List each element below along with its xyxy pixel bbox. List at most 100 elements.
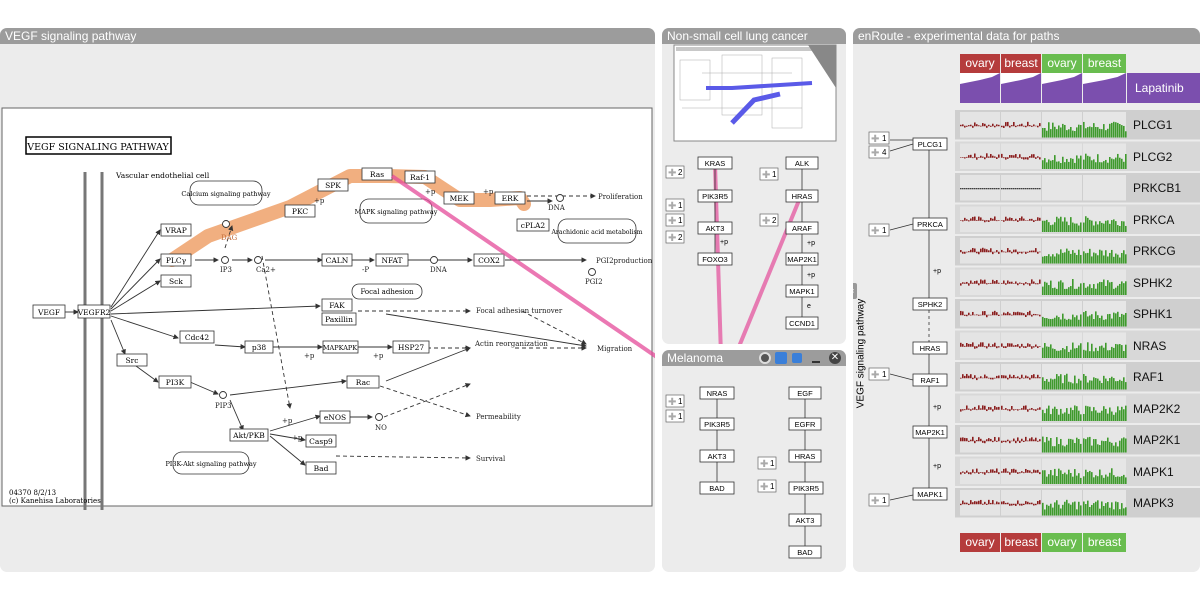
node-raf1[interactable]: Raf-1 xyxy=(410,173,430,182)
node-hsp27[interactable]: HSP27 xyxy=(398,343,424,352)
node-erk[interactable]: ERK xyxy=(502,194,519,203)
node-spk[interactable]: SPK xyxy=(325,181,341,190)
nsclc-badge-2[interactable]: 1 xyxy=(678,201,683,210)
nsclc-node-foxo3[interactable]: FOXO3 xyxy=(702,255,727,264)
melanoma-badge-4[interactable]: 1 xyxy=(770,482,775,491)
melanoma-node-akt3-b[interactable]: AKT3 xyxy=(796,516,815,525)
node-cpla2[interactable]: cPLA2 xyxy=(521,221,546,230)
path-node-plcg1[interactable]: PLCG1 xyxy=(918,140,943,149)
nsclc-node-alk[interactable]: ALK xyxy=(795,159,809,168)
melanoma-node-pik3r5-b[interactable]: PIK3R5 xyxy=(793,484,819,493)
melanoma-node-akt3[interactable]: AKT3 xyxy=(708,452,727,461)
node-caln[interactable]: CALN xyxy=(326,256,349,265)
path-node-raf1[interactable]: RAF1 xyxy=(920,376,939,385)
collapse-handle[interactable]: ‹ xyxy=(853,283,857,299)
nsclc-node-pik3r5[interactable]: PIK3R5 xyxy=(702,192,728,201)
melanoma-node-bad-b[interactable]: BAD xyxy=(797,548,813,557)
node-cdc42[interactable]: Cdc42 xyxy=(185,333,210,342)
node-vegf[interactable]: VEGF xyxy=(37,308,60,317)
gene-label[interactable]: PRKCG xyxy=(1133,244,1176,258)
col-header-2[interactable]: breast xyxy=(1001,54,1041,73)
col-header-3[interactable]: ovary xyxy=(1042,54,1082,73)
melanoma-node-hras[interactable]: HRAS xyxy=(795,452,816,461)
node-cox2[interactable]: COX2 xyxy=(478,256,500,265)
node-vegfr2[interactable]: VEGFR2 xyxy=(77,308,111,317)
gene-label[interactable]: PLCG1 xyxy=(1133,118,1173,132)
melanoma-node-bad[interactable]: BAD xyxy=(709,484,725,493)
col-footer-4[interactable]: breast xyxy=(1083,533,1126,552)
nsclc-node-araf[interactable]: ARAF xyxy=(792,224,812,233)
gene-label[interactable]: MAP2K1 xyxy=(1133,433,1181,447)
node-pi3k[interactable]: PI3K xyxy=(166,378,185,387)
gene-label[interactable]: RAF1 xyxy=(1133,370,1164,384)
node-src[interactable]: Src xyxy=(126,356,139,365)
path-node-hras[interactable]: HRAS xyxy=(920,344,941,353)
melanoma-node-egf[interactable]: EGF xyxy=(797,389,813,398)
node-p38[interactable]: p38 xyxy=(252,343,267,352)
gene-label[interactable]: SPHK1 xyxy=(1133,307,1173,321)
enroute-path-graph[interactable]: PLCG1 PRKCA SPHK2 HRAS RAF1 MAP2K1 MAPK1… xyxy=(853,110,953,550)
path-node-mapk1[interactable]: MAPK1 xyxy=(917,490,942,499)
gene-label[interactable]: PRKCB1 xyxy=(1133,181,1182,195)
layout-icon[interactable] xyxy=(775,352,787,364)
node-enos[interactable]: eNOS xyxy=(324,413,346,422)
node-fak[interactable]: FAK xyxy=(329,301,345,310)
gene-label[interactable]: MAPK3 xyxy=(1133,496,1174,510)
node-nfat[interactable]: NFAT xyxy=(381,256,402,265)
melanoma-node-pik3r5[interactable]: PIK3R5 xyxy=(704,420,730,429)
close-icon[interactable]: ✕ xyxy=(829,352,841,364)
gene-label[interactable]: PRKCA xyxy=(1133,212,1175,227)
path-node-map2k1[interactable]: MAP2K1 xyxy=(915,428,945,437)
nsclc-badge-1[interactable]: 2 xyxy=(678,168,683,177)
path-node-sphk2[interactable]: SPHK2 xyxy=(918,300,943,309)
melanoma-badge-3[interactable]: 1 xyxy=(770,459,775,468)
nsclc-node-mapk1[interactable]: MAPK1 xyxy=(789,287,814,296)
nsclc-badge-5[interactable]: 1 xyxy=(772,170,777,179)
node-rac[interactable]: Rac xyxy=(356,378,371,387)
nsclc-node-kras[interactable]: KRAS xyxy=(705,159,725,168)
path-badge-1[interactable]: 1 xyxy=(882,134,887,143)
kegg-pathway-map[interactable]: VEGF SIGNALING PATHWAY Vascular endothel… xyxy=(0,28,655,572)
settings-icon[interactable] xyxy=(759,352,771,364)
gene-label[interactable]: NRAS xyxy=(1133,338,1167,353)
minimize-icon[interactable] xyxy=(812,361,820,363)
pathway-calcium[interactable]: Calcium signaling pathway xyxy=(181,190,271,198)
gene-label[interactable]: MAPK1 xyxy=(1133,464,1174,479)
pathway-focal-adhesion[interactable]: Focal adhesion xyxy=(360,288,414,296)
window-icon[interactable] xyxy=(792,353,802,363)
node-mapkapk[interactable]: MAPKAPK xyxy=(323,344,357,352)
pathway-pi3k-akt[interactable]: PI3K-Akt signaling pathway xyxy=(165,460,256,468)
pathway-arachidonic[interactable]: Arachidonic acid metabolism xyxy=(550,229,642,236)
gene-heatmap[interactable] xyxy=(853,110,1200,550)
gene-label[interactable]: SPHK2 xyxy=(1133,275,1173,290)
node-ras[interactable]: Ras xyxy=(370,170,384,179)
nsclc-badge-6[interactable]: 2 xyxy=(772,216,777,225)
path-badge-5[interactable]: 1 xyxy=(882,496,887,505)
path-badge-3[interactable]: 1 xyxy=(882,226,887,235)
node-plcy[interactable]: PLCγ xyxy=(166,256,187,265)
nsclc-node-map2k1[interactable]: MAP2K1 xyxy=(787,255,817,264)
node-sck[interactable]: Sck xyxy=(169,277,183,286)
gene-label[interactable]: PLCG2 xyxy=(1133,149,1173,164)
pathway-mapk[interactable]: MAPK signaling pathway xyxy=(355,208,438,216)
nsclc-badge-3[interactable]: 1 xyxy=(678,216,683,225)
melanoma-badge-1[interactable]: 1 xyxy=(678,397,683,406)
col-footer-3[interactable]: ovary xyxy=(1042,533,1082,552)
col-header-4[interactable]: breast xyxy=(1083,54,1126,73)
node-casp9[interactable]: Casp9 xyxy=(309,437,333,446)
melanoma-node-egfr[interactable]: EGFR xyxy=(795,420,816,429)
nsclc-node-akt3[interactable]: AKT3 xyxy=(706,224,725,233)
node-pkc[interactable]: PKC xyxy=(292,207,308,216)
path-node-prkca[interactable]: PRKCA xyxy=(917,220,943,229)
node-aktpkb[interactable]: Akt/PKB xyxy=(232,431,265,440)
nsclc-node-hras[interactable]: HRAS xyxy=(792,192,813,201)
node-bad[interactable]: Bad xyxy=(314,464,329,473)
node-vrap[interactable]: VRAP xyxy=(164,226,187,235)
nsclc-graph[interactable]: KRAS PIK3R5 AKT3 FOXO3 ALK HRAS ARAF MAP… xyxy=(662,28,846,344)
nsclc-node-ccnd1[interactable]: CCND1 xyxy=(789,319,815,328)
col-header-1[interactable]: ovary xyxy=(960,54,1000,73)
path-badge-2[interactable]: 4 xyxy=(882,148,887,157)
melanoma-badge-2[interactable]: 1 xyxy=(678,412,683,421)
node-mek[interactable]: MEK xyxy=(450,194,469,203)
melanoma-graph[interactable]: NRAS PIK3R5 AKT3 BAD EGF EGFR HRAS PIK3R… xyxy=(662,350,846,572)
